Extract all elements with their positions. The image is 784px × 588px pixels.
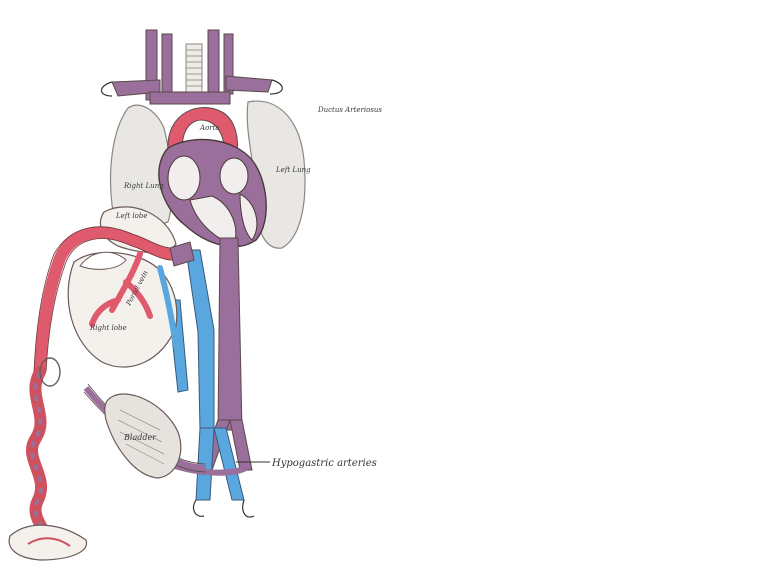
label-hypogastric-arteries: Hypogastric arteries — [271, 458, 377, 469]
leg-flow-arrows — [194, 500, 254, 517]
right-atrium — [168, 156, 200, 200]
label-aorta: Aorta — [199, 124, 220, 132]
placenta — [9, 525, 86, 560]
heart — [159, 139, 266, 246]
label-left-lobe: Left lobe — [115, 212, 148, 220]
label-right-lung: Right Lung — [123, 182, 164, 190]
label-ductus-arteriosus: Ductus Arteriosus — [317, 106, 382, 114]
label-right-lobe: Right lobe — [89, 324, 127, 332]
left-atrium — [220, 158, 248, 194]
label-left-lung: Left Lung — [275, 166, 311, 174]
label-bladder: Bladder — [123, 433, 157, 442]
umbilical-cord — [9, 358, 86, 560]
